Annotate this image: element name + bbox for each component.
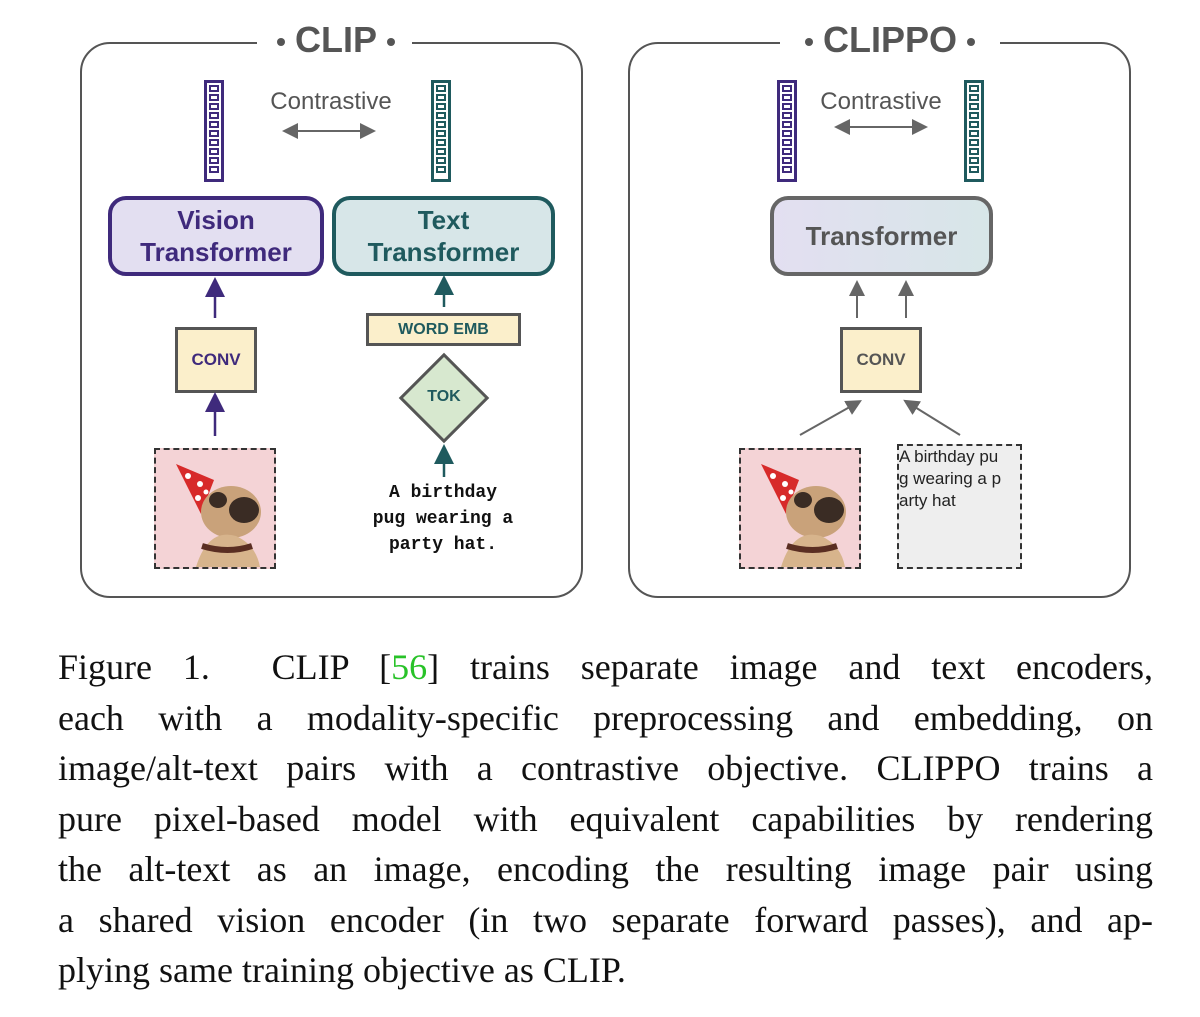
flow-arrows <box>205 119 961 477</box>
clippo-contrastive-label: Contrastive <box>820 88 942 115</box>
clippo-text-to-conv-arrow <box>903 399 961 436</box>
clip-pug-photo <box>154 448 276 569</box>
clippo-panel: CLIPPO <box>628 20 1131 598</box>
clip-image-embedding <box>204 80 224 182</box>
figure-label: Figure 1. <box>58 647 210 687</box>
clip-text-embedding <box>431 80 451 182</box>
clip-tokenizer-label: TOK <box>427 388 461 405</box>
figure-caption: Figure 1. CLIP [56] trains separate imag… <box>58 642 1153 996</box>
clip-conv-block: CONV <box>175 327 257 393</box>
caption-line-6: a shared vision encoder (in two separate… <box>58 899 1153 940</box>
clippo-panel-title: CLIPPO <box>780 20 1000 60</box>
clippo-rendered-text-image: A birthday pu g wearing a p arty hat <box>897 444 1022 569</box>
clippo-image-embedding <box>777 80 797 182</box>
clip-vision-transformer: Vision Transformer <box>108 196 324 276</box>
clippo-shared-transformer: Transformer <box>770 196 993 276</box>
clippo-pug-photo <box>739 448 861 569</box>
caption-line-2: each with a modality-specific preprocess… <box>58 697 1153 738</box>
clippo-image-to-conv-arrow <box>799 400 862 436</box>
caption-line-5: the alt-text as an image, encoding the r… <box>58 849 1153 889</box>
citation-link[interactable]: 56 <box>391 647 428 687</box>
caption-line-7: plying same training objective as CLIP. <box>58 950 626 990</box>
clip-word-embedding-block: WORD EMB <box>366 313 521 346</box>
clip-alt-text: A birthday pug wearing a party hat. <box>372 483 514 555</box>
clippo-conv-block: CONV <box>840 327 922 393</box>
caption-line-3: image/alt-text pairs with a contrastive … <box>58 748 1153 788</box>
clippo-text-embedding <box>964 80 984 182</box>
clip-panel: CLIP <box>80 20 583 598</box>
caption-line-4: pure pixel-based model with equivalent c… <box>58 798 1153 839</box>
caption-line-1: Figure 1. CLIP [56] trains separate imag… <box>58 647 1153 687</box>
clip-text-transformer: Text Transformer <box>332 196 555 276</box>
pug-illustration <box>156 450 274 567</box>
clip-contrastive-label: Contrastive <box>270 88 392 115</box>
clip-panel-title: CLIP <box>257 20 412 60</box>
pug-illustration <box>741 450 859 567</box>
